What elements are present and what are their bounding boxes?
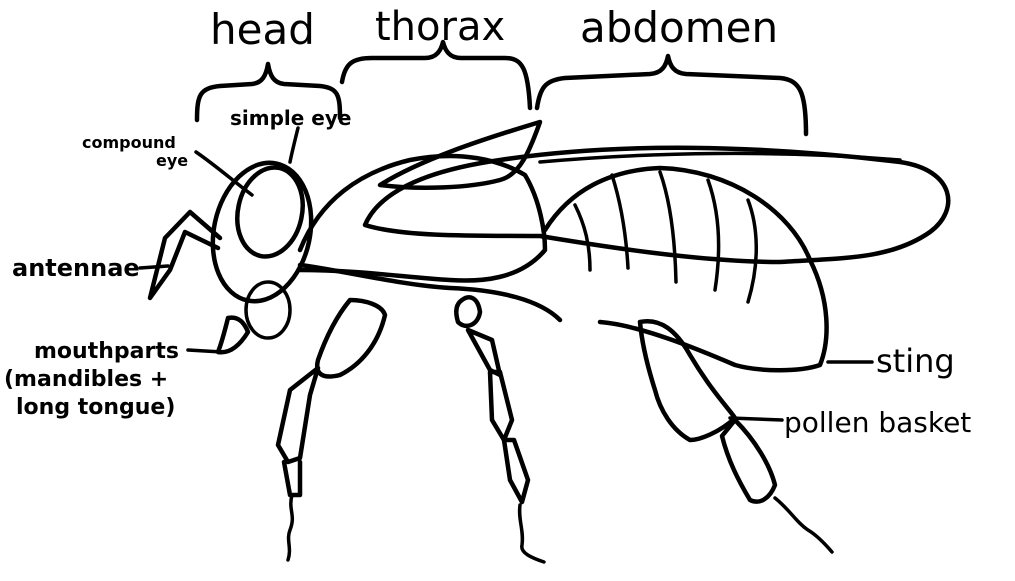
abdomen-stripe-4: [748, 200, 756, 302]
label-simple-eye: simple eye: [230, 106, 351, 130]
thorax-brace: [342, 42, 530, 108]
abdomen-stripe-5: [575, 205, 590, 270]
region-title-thorax: thorax: [375, 4, 505, 50]
leader-mouthparts: [188, 350, 222, 352]
hindwing: [365, 148, 948, 262]
mandible-bulb: [246, 282, 290, 338]
front-leg-foot: [284, 462, 300, 495]
label-mouthparts-line2: (mandibles +: [4, 367, 168, 392]
front-leg: [317, 300, 385, 377]
label-sting: sting: [876, 342, 955, 380]
hind-leg-claw: [775, 498, 832, 552]
hind-leg-femur: [640, 321, 735, 440]
label-compound-eye-line1: compound: [82, 133, 176, 152]
leader-simple-eye: [290, 128, 298, 162]
middle-leg-femur: [468, 330, 500, 375]
front-leg-lower: [278, 368, 318, 462]
head-capsule: [200, 154, 323, 311]
middle-leg-tibia: [490, 372, 512, 440]
label-mouthparts-line3: long tongue): [16, 395, 175, 420]
middle-leg-claw: [520, 505, 544, 562]
label-mouthparts-line1: mouthparts: [34, 339, 179, 364]
region-title-head: head: [210, 5, 315, 54]
label-antennae: antennae: [12, 254, 140, 282]
leader-antennae: [140, 266, 168, 268]
antenna: [150, 212, 220, 298]
middle-leg-tarsus: [504, 440, 528, 502]
front-leg-claw: [288, 495, 292, 560]
label-compound-eye-line2: eye: [156, 151, 188, 170]
abdomen-stripe-2: [660, 172, 676, 282]
mouthparts-shape: [218, 318, 248, 353]
abdomen-stripe-1: [612, 175, 628, 268]
hind-leg-tibia: [722, 420, 775, 502]
label-pollen-basket: pollen basket: [784, 406, 971, 439]
abdomen-stripe-3: [708, 180, 719, 290]
middle-leg-coxa: [456, 297, 480, 326]
wing-vein: [540, 153, 900, 162]
abdomen-outline: [545, 168, 827, 370]
abdomen-brace: [537, 56, 806, 134]
region-title-abdomen: abdomen: [580, 3, 778, 52]
leader-pollen-basket: [730, 418, 782, 420]
